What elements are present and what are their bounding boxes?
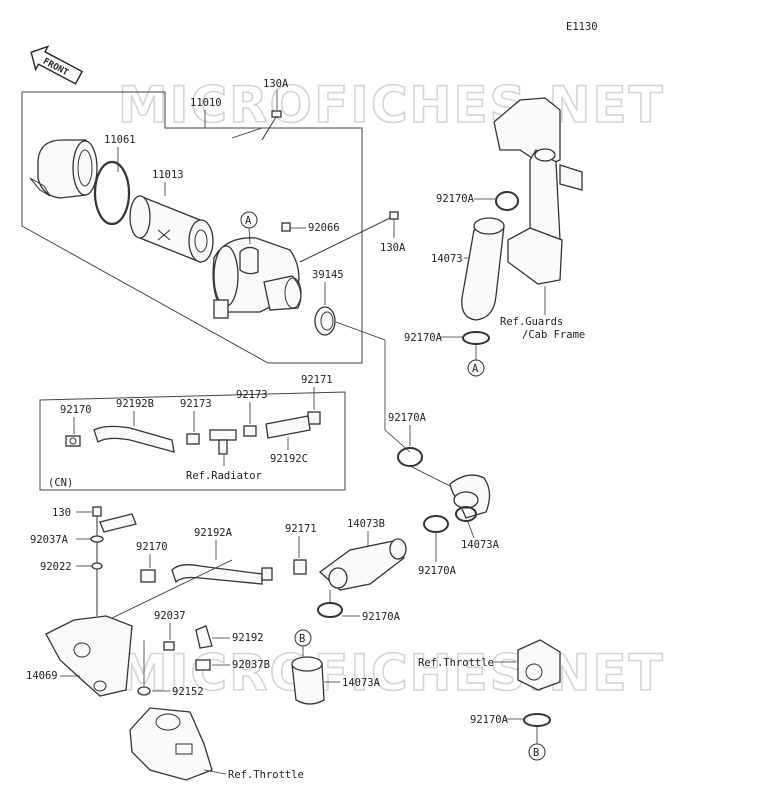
marker-b-right: B xyxy=(533,747,539,759)
label-92037: 92037 xyxy=(154,610,186,622)
clamp-92173-b xyxy=(243,425,257,437)
clamp-14073a-r xyxy=(455,506,477,522)
label-ref-radiator: Ref.Radiator xyxy=(186,470,262,482)
label-92192: 92192 xyxy=(232,632,264,644)
clamp-92170a-r2 xyxy=(462,331,490,345)
hose-92192c xyxy=(265,415,311,439)
throttle-body-right xyxy=(517,639,561,691)
hose-92192 xyxy=(195,625,213,649)
marker-a-right: A xyxy=(472,363,479,375)
clamp-92170-b xyxy=(140,569,156,583)
cn-subframe xyxy=(39,391,346,491)
label-92170a-c: 92170A xyxy=(418,565,457,577)
boot-14073a-bottom xyxy=(291,656,325,705)
clamp-92170-cn xyxy=(65,435,81,447)
label-92171-top: 92171 xyxy=(301,374,333,386)
bolt-130 xyxy=(92,506,102,517)
label-130a-mid: 130A xyxy=(380,242,406,254)
label-92170a-e: 92170A xyxy=(470,714,509,726)
label-ref-throttle-bottom: Ref.Throttle xyxy=(228,769,304,781)
clamp-92037b xyxy=(195,659,211,671)
label-92192c: 92192C xyxy=(270,453,308,465)
label-92170a-mid: 92170A xyxy=(388,412,427,424)
clamp-92170a-c xyxy=(423,515,449,533)
assembly-frame-11010 xyxy=(21,91,363,364)
clamp-92173-a xyxy=(186,433,200,445)
air-filter-element-11013 xyxy=(129,195,214,263)
air-cleaner-cover xyxy=(29,139,98,199)
label-14073b: 14073B xyxy=(347,518,385,530)
label-92170a-r2: 92170A xyxy=(404,332,443,344)
label-92037b: 92037B xyxy=(232,659,270,671)
label-39145: 39145 xyxy=(312,269,344,281)
label-92170-b: 92170 xyxy=(136,541,168,553)
bolt-130a-top xyxy=(261,110,282,141)
label-cn: (CN) xyxy=(48,477,73,489)
bracket-14069 xyxy=(45,615,133,697)
label-92171-mid: 92171 xyxy=(285,523,317,535)
marker-a-top: A xyxy=(245,215,252,227)
clamp-92170a-e xyxy=(523,713,551,727)
label-130: 130 xyxy=(52,507,71,519)
label-92170: 92170 xyxy=(60,404,92,416)
label-ref-throttle-right: Ref.Throttle xyxy=(418,657,494,669)
label-11061: 11061 xyxy=(104,134,136,146)
label-14073a-b: 14073A xyxy=(342,677,381,689)
label-14073: 14073 xyxy=(431,253,463,265)
clamp-92170a-top xyxy=(495,191,519,211)
washer-92152 xyxy=(137,686,151,696)
label-cab-frame: /Cab Frame xyxy=(522,329,585,341)
throttle-body-bottom xyxy=(129,707,213,781)
washer-92037a xyxy=(90,535,104,543)
label-92037a: 92037A xyxy=(30,534,69,546)
diagram-code: E1130 xyxy=(566,21,598,33)
label-11010: 11010 xyxy=(190,97,222,109)
label-92170a-d: 92170A xyxy=(362,611,401,623)
label-14069: 14069 xyxy=(26,670,58,682)
label-92066: 92066 xyxy=(308,222,340,234)
part-92066 xyxy=(281,222,291,232)
label-92192a: 92192A xyxy=(194,527,233,539)
clamp-92170a-mid xyxy=(397,447,423,467)
bracket-strap xyxy=(99,513,137,533)
label-92170a-top: 92170A xyxy=(436,193,475,205)
front-arrow-icon: FRONT xyxy=(30,45,84,85)
label-ref-guards: Ref.Guards xyxy=(500,316,563,328)
bolt-130a-mid xyxy=(389,211,399,220)
label-14073a-r: 14073A xyxy=(461,539,500,551)
marker-b-left: B xyxy=(299,633,305,645)
watermark-bottom: MICROFICHES.NET xyxy=(118,644,665,702)
gasket-11061 xyxy=(93,160,131,226)
air-cleaner-housing xyxy=(212,237,302,319)
clamp-92171-top xyxy=(307,411,321,425)
washer-92037 xyxy=(163,641,175,651)
watermark-top: MICROFICHES.NET xyxy=(118,76,665,134)
hose-92192a xyxy=(171,564,263,585)
clamp-92170a-d xyxy=(317,602,343,618)
label-11013: 11013 xyxy=(152,169,184,181)
intake-snorkel-upper xyxy=(493,97,583,285)
hose-14073 xyxy=(461,217,505,321)
seal-39145 xyxy=(314,306,336,336)
hose-92192b xyxy=(93,425,175,453)
label-92173-a: 92173 xyxy=(180,398,212,410)
label-92022: 92022 xyxy=(40,561,72,573)
label-130a-top: 130A xyxy=(263,78,289,90)
washer-92022 xyxy=(91,562,103,570)
y-pipe-14073b xyxy=(318,538,407,591)
clamp-92171-mid xyxy=(293,559,307,575)
label-92173-b: 92173 xyxy=(236,389,268,401)
t-joint xyxy=(209,429,237,455)
label-92192b: 92192B xyxy=(116,398,154,410)
label-92152: 92152 xyxy=(172,686,204,698)
